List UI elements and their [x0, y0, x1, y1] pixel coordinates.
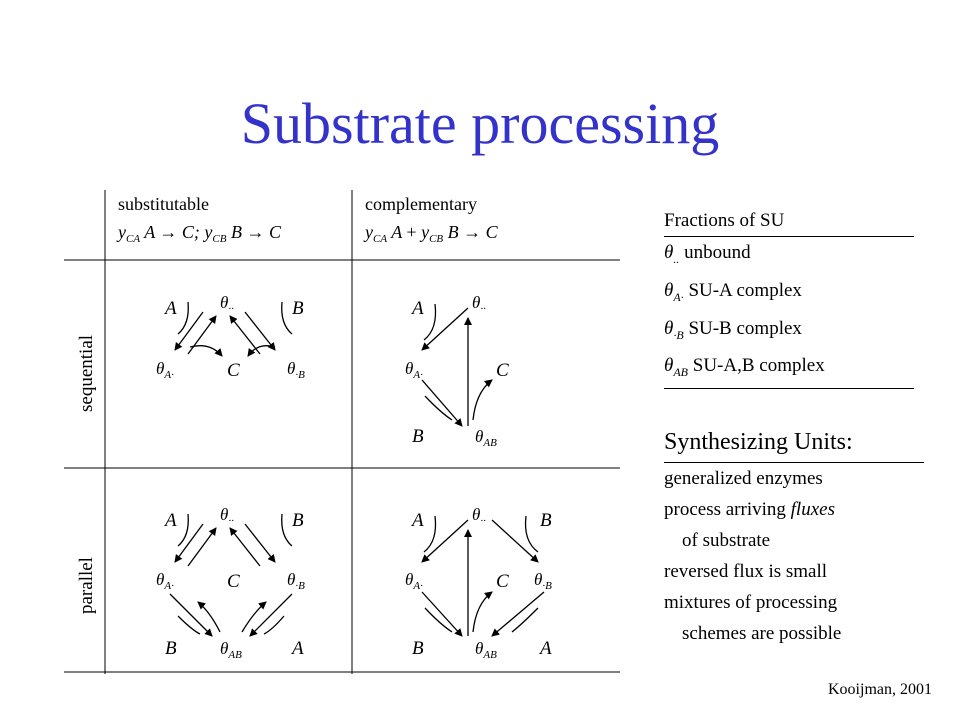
- svg-text:B: B: [412, 638, 424, 659]
- diagram-sequential-complementary: A C B θ·· θA· θAB: [405, 293, 509, 449]
- synthesizing-units-notes: Synthesizing Units: generalized enzymes …: [664, 424, 924, 649]
- svg-text:θAB: θAB: [220, 639, 242, 661]
- svg-text:θ·B: θ·B: [287, 570, 305, 592]
- svg-text:A: A: [290, 638, 304, 659]
- su-line: generalized enzymes: [664, 468, 823, 489]
- legend-item-su-a: θA· SU-A complex: [664, 279, 802, 304]
- svg-text:A: A: [410, 298, 424, 319]
- svg-text:yCA A → C; yCB B → C: yCA A → C; yCB B → C: [116, 222, 282, 245]
- svg-text:B: B: [540, 510, 552, 531]
- svg-text:A: A: [538, 638, 552, 659]
- svg-text:θ··: θ··: [472, 293, 486, 315]
- diagram-parallel-substitutable: A B C B A θ·· θA· θ·B θAB: [156, 505, 305, 661]
- su-fluxes-word: fluxes: [790, 499, 835, 520]
- svg-text:θAB: θAB: [475, 427, 497, 449]
- su-title: Synthesizing Units:: [664, 424, 924, 463]
- legend-header: Fractions of SU: [664, 205, 914, 237]
- svg-text:θA·: θA·: [156, 570, 174, 592]
- svg-text:B: B: [292, 298, 304, 319]
- svg-text:θA·: θA·: [405, 359, 423, 381]
- diagram-parallel-complementary: A B C B A θ·· θA· θ·B θAB: [405, 505, 552, 661]
- col-header-complementary: complementary: [365, 194, 477, 214]
- fractions-legend: Fractions of SU θ.. unbound θA· SU-A com…: [664, 205, 914, 395]
- substrate-processing-table: substitutable complementary yCA A → C; y…: [64, 190, 620, 674]
- col-formula-substitutable: yCA A → C; yCB B → C: [116, 222, 282, 245]
- legend-item-su-ab: θAB SU-A,B complex: [664, 355, 825, 380]
- svg-text:C: C: [227, 360, 240, 381]
- svg-text:A: A: [163, 510, 177, 531]
- svg-text:θA·: θA·: [405, 570, 423, 592]
- svg-text:B: B: [292, 510, 304, 531]
- svg-text:A: A: [163, 298, 177, 319]
- legend-item-unbound: θ.. unbound: [664, 242, 751, 266]
- legend-item-su-b: θ·B SU-B complex: [664, 317, 802, 342]
- slide-title: Substrate processing: [240, 91, 720, 156]
- svg-text:θ··: θ··: [472, 505, 486, 527]
- svg-text:yCA A + yCB B → C: yCA A + yCB B → C: [363, 222, 499, 245]
- su-line: of substrate: [682, 530, 771, 551]
- svg-text:A: A: [410, 510, 424, 531]
- svg-text:B: B: [165, 638, 177, 659]
- su-line: mixtures of processing: [664, 592, 838, 613]
- svg-text:θ·B: θ·B: [287, 359, 305, 381]
- svg-text:θ··: θ··: [220, 505, 234, 527]
- svg-text:θ·B: θ·B: [534, 570, 552, 592]
- row-label-parallel: parallel: [76, 557, 97, 614]
- su-line: schemes are possible: [682, 623, 842, 644]
- svg-text:C: C: [496, 571, 509, 592]
- svg-text:θAB: θAB: [475, 639, 497, 661]
- svg-text:C: C: [227, 571, 240, 592]
- legend-bottom-rule: [664, 388, 914, 395]
- table-grid-lines: [64, 190, 620, 674]
- credit-text: Kooijman, 2001: [828, 681, 932, 698]
- su-line: process arriving fluxes: [664, 499, 835, 520]
- col-header-substitutable: substitutable: [118, 194, 209, 214]
- row-label-sequential: sequential: [76, 335, 97, 412]
- svg-text:C: C: [496, 360, 509, 381]
- svg-text:θA·: θA·: [156, 359, 174, 381]
- svg-text:B: B: [412, 426, 424, 447]
- svg-text:θ··: θ··: [220, 293, 234, 315]
- col-formula-complementary: yCA A + yCB B → C: [363, 222, 499, 245]
- diagram-sequential-substitutable: A B C θ·· θA· θ·B: [156, 293, 305, 381]
- su-line: reversed flux is small: [664, 561, 828, 582]
